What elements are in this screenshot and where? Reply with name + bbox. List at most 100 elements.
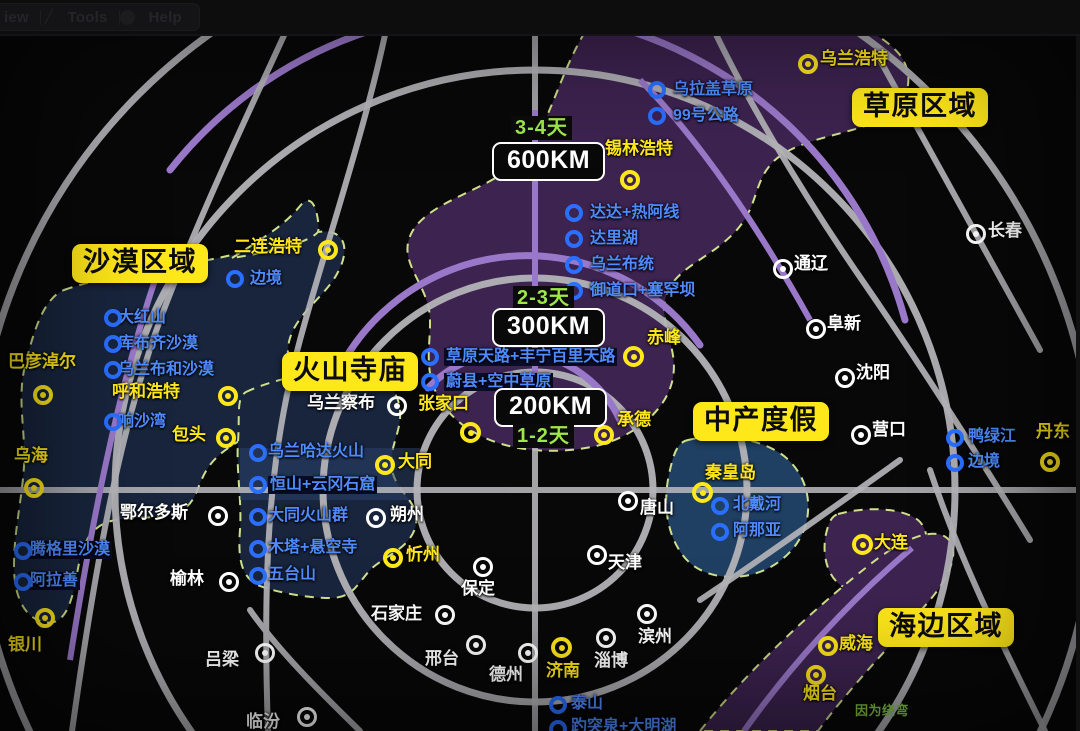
menu-item-tools[interactable]: Tools (67, 8, 108, 26)
days-200km: 1-2天 (513, 424, 574, 448)
marker-weihai[interactable] (818, 636, 838, 656)
city-label-tianjin: 天津 (608, 553, 642, 572)
poi-marker-wutaishan[interactable] (249, 567, 267, 585)
marker-yingkou[interactable] (851, 425, 871, 445)
city-label-zhangjiakou: 张家口 (418, 394, 469, 413)
badge-grassland[interactable]: 草原区域 (852, 88, 988, 127)
marker-dezhou[interactable] (518, 643, 538, 663)
marker-dandong[interactable] (1040, 452, 1060, 472)
pill-600km: 600KM (492, 142, 606, 181)
marker-chengde[interactable] (594, 425, 614, 445)
poi-marker-yalujiang[interactable] (946, 429, 964, 447)
poi-marker-beidaihe[interactable] (711, 497, 729, 515)
marker-dalian[interactable] (852, 534, 873, 555)
poi-marker-dalihu[interactable] (565, 230, 583, 248)
poi-marker-bianjing-east[interactable] (946, 454, 964, 472)
marker-huhehaote[interactable] (218, 386, 238, 406)
poi-label-dalihu: 达里湖 (590, 230, 639, 247)
marker-chifeng[interactable] (623, 346, 644, 367)
poi-marker-bianjing-north[interactable] (226, 270, 244, 288)
city-label-dezhou: 德州 (489, 665, 523, 684)
poi-marker-datong-volcano[interactable] (249, 508, 267, 526)
poi-marker-taishan[interactable] (549, 696, 567, 714)
poi-label-alashan: 阿拉善 (28, 572, 81, 590)
marker-xilinhaote[interactable] (620, 170, 640, 190)
marker-jinan[interactable] (551, 637, 572, 658)
marker-datong[interactable] (375, 455, 395, 475)
marker-yulin[interactable] (219, 572, 239, 592)
region-vacation-shape (665, 435, 810, 578)
marker-zibo[interactable] (596, 628, 616, 648)
marker-binzhou[interactable] (637, 604, 657, 624)
poi-marker-weixian[interactable] (421, 373, 439, 391)
poi-marker-tenggeli[interactable] (14, 542, 32, 560)
pill-300km: 300KM (492, 308, 606, 347)
marker-shuozhou[interactable] (366, 508, 386, 528)
menu-item-help[interactable]: Help (148, 8, 182, 26)
city-label-fuxin: 阜新 (827, 314, 861, 333)
poi-marker-muta[interactable] (249, 540, 267, 558)
badge-volcano-temple[interactable]: 火山寺庙 (282, 352, 418, 391)
marker-eerduosi[interactable] (208, 506, 228, 526)
right-edge-strip (1076, 0, 1080, 731)
marker-changchun[interactable] (966, 224, 986, 244)
poi-marker-wulanhada[interactable] (249, 444, 267, 462)
road-gansu-purple (67, 279, 158, 661)
poi-marker-kubuqi[interactable] (104, 335, 122, 353)
marker-tongliao[interactable] (773, 259, 793, 279)
poi-marker-baotuquan[interactable] (549, 720, 567, 731)
poi-label-wulanbuhe: 乌兰布和沙漠 (118, 361, 215, 378)
marker-lvliang[interactable] (255, 643, 275, 663)
marker-fuxin[interactable] (806, 319, 826, 339)
badge-seaside[interactable]: 海边区域 (878, 608, 1014, 647)
road-liaodong (927, 467, 1048, 731)
days-300km: 2-3天 (513, 286, 574, 310)
poi-marker-anaya[interactable] (711, 523, 729, 541)
poi-label-wulagai: 乌拉盖草原 (673, 81, 754, 98)
city-label-yulin: 榆林 (170, 569, 204, 588)
road-shandong-purple (741, 545, 914, 731)
poi-marker-xiangshawan[interactable] (104, 413, 122, 431)
marker-zhangjiakou[interactable] (460, 422, 481, 443)
marker-yinchuan[interactable] (35, 608, 55, 628)
marker-wulanhaote[interactable] (798, 54, 818, 74)
marker-wuhai[interactable] (24, 478, 44, 498)
marker-baotou[interactable] (216, 428, 236, 448)
poi-marker-dahongshan[interactable] (104, 309, 122, 327)
city-label-huhehaote: 呼和浩特 (112, 382, 180, 401)
marker-yantai[interactable] (806, 665, 826, 685)
marker-tangshan[interactable] (618, 491, 638, 511)
marker-bayannaoer[interactable] (33, 385, 53, 405)
marker-shenyang[interactable] (835, 368, 855, 388)
poi-marker-hengshan[interactable] (249, 476, 267, 494)
poi-marker-dada-reaxian[interactable] (565, 204, 583, 222)
marker-shijiazhuang[interactable] (435, 605, 455, 625)
marker-xinzhou[interactable] (383, 548, 403, 568)
badge-middle-class-vacation[interactable]: 中产度假 (693, 402, 829, 441)
poi-marker-caoyuantianlu[interactable] (421, 348, 439, 366)
poi-marker-wulanbuhe[interactable] (104, 361, 122, 379)
poi-marker-alashan[interactable] (14, 573, 32, 591)
city-label-zibo: 淄博 (594, 651, 628, 670)
marker-linfen[interactable] (297, 707, 317, 727)
marker-qinhuangdao[interactable] (692, 482, 713, 503)
city-label-changchun: 长春 (988, 221, 1022, 240)
city-label-chifeng: 赤峰 (647, 328, 681, 347)
marker-erlianhaote[interactable] (318, 240, 338, 260)
badge-desert[interactable]: 沙漠区域 (72, 244, 208, 283)
poi-label-muta: 木塔+悬空寺 (268, 539, 358, 556)
city-label-eerduosi: 鄂尔多斯 (120, 503, 188, 522)
city-label-erlianhaote: 二连浩特 (234, 237, 302, 256)
poi-marker-road99[interactable] (648, 107, 666, 125)
road-northeast-1 (697, 0, 1033, 543)
poi-label-wulanbutong: 乌兰布统 (590, 256, 655, 273)
marker-wulanchabu[interactable] (387, 396, 407, 416)
marker-tianjin[interactable] (587, 545, 607, 565)
days-600km: 3-4天 (511, 116, 572, 140)
road-northeast-purple (637, 77, 813, 322)
marker-baoding[interactable] (473, 557, 493, 577)
menu-item-view[interactable]: iew (4, 8, 29, 26)
poi-marker-wulanbutong[interactable] (565, 256, 583, 274)
marker-xingtai[interactable] (466, 635, 486, 655)
poi-marker-wulagai[interactable] (648, 81, 666, 99)
